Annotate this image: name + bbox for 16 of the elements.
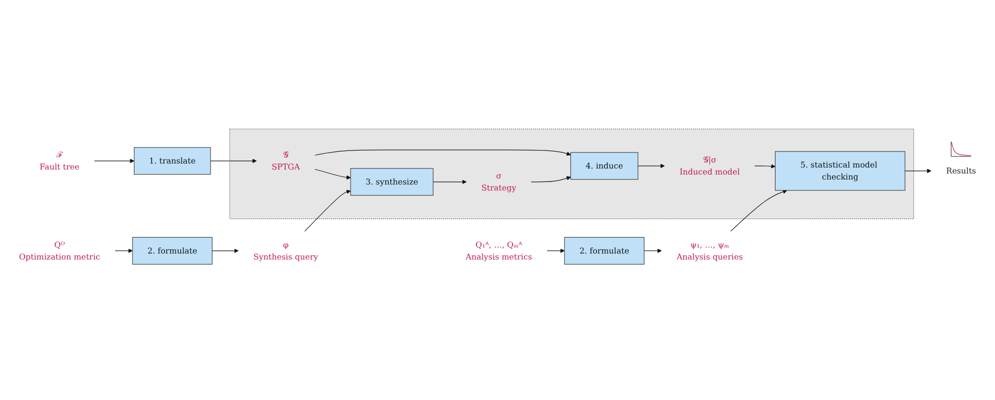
arrow	[904, 169, 932, 174]
arrow	[314, 169, 351, 180]
arrow	[314, 150, 571, 156]
arrow	[114, 248, 133, 254]
arrow	[546, 248, 565, 254]
arrow	[94, 159, 134, 164]
arrow	[432, 180, 467, 184]
arrow	[730, 190, 788, 232]
arrow	[754, 164, 776, 169]
arrow	[644, 248, 662, 254]
arrow	[638, 164, 665, 168]
arrow	[530, 176, 571, 183]
arrow	[304, 190, 351, 232]
arrow	[210, 159, 257, 164]
arrow	[212, 248, 239, 254]
cluster	[229, 129, 914, 220]
